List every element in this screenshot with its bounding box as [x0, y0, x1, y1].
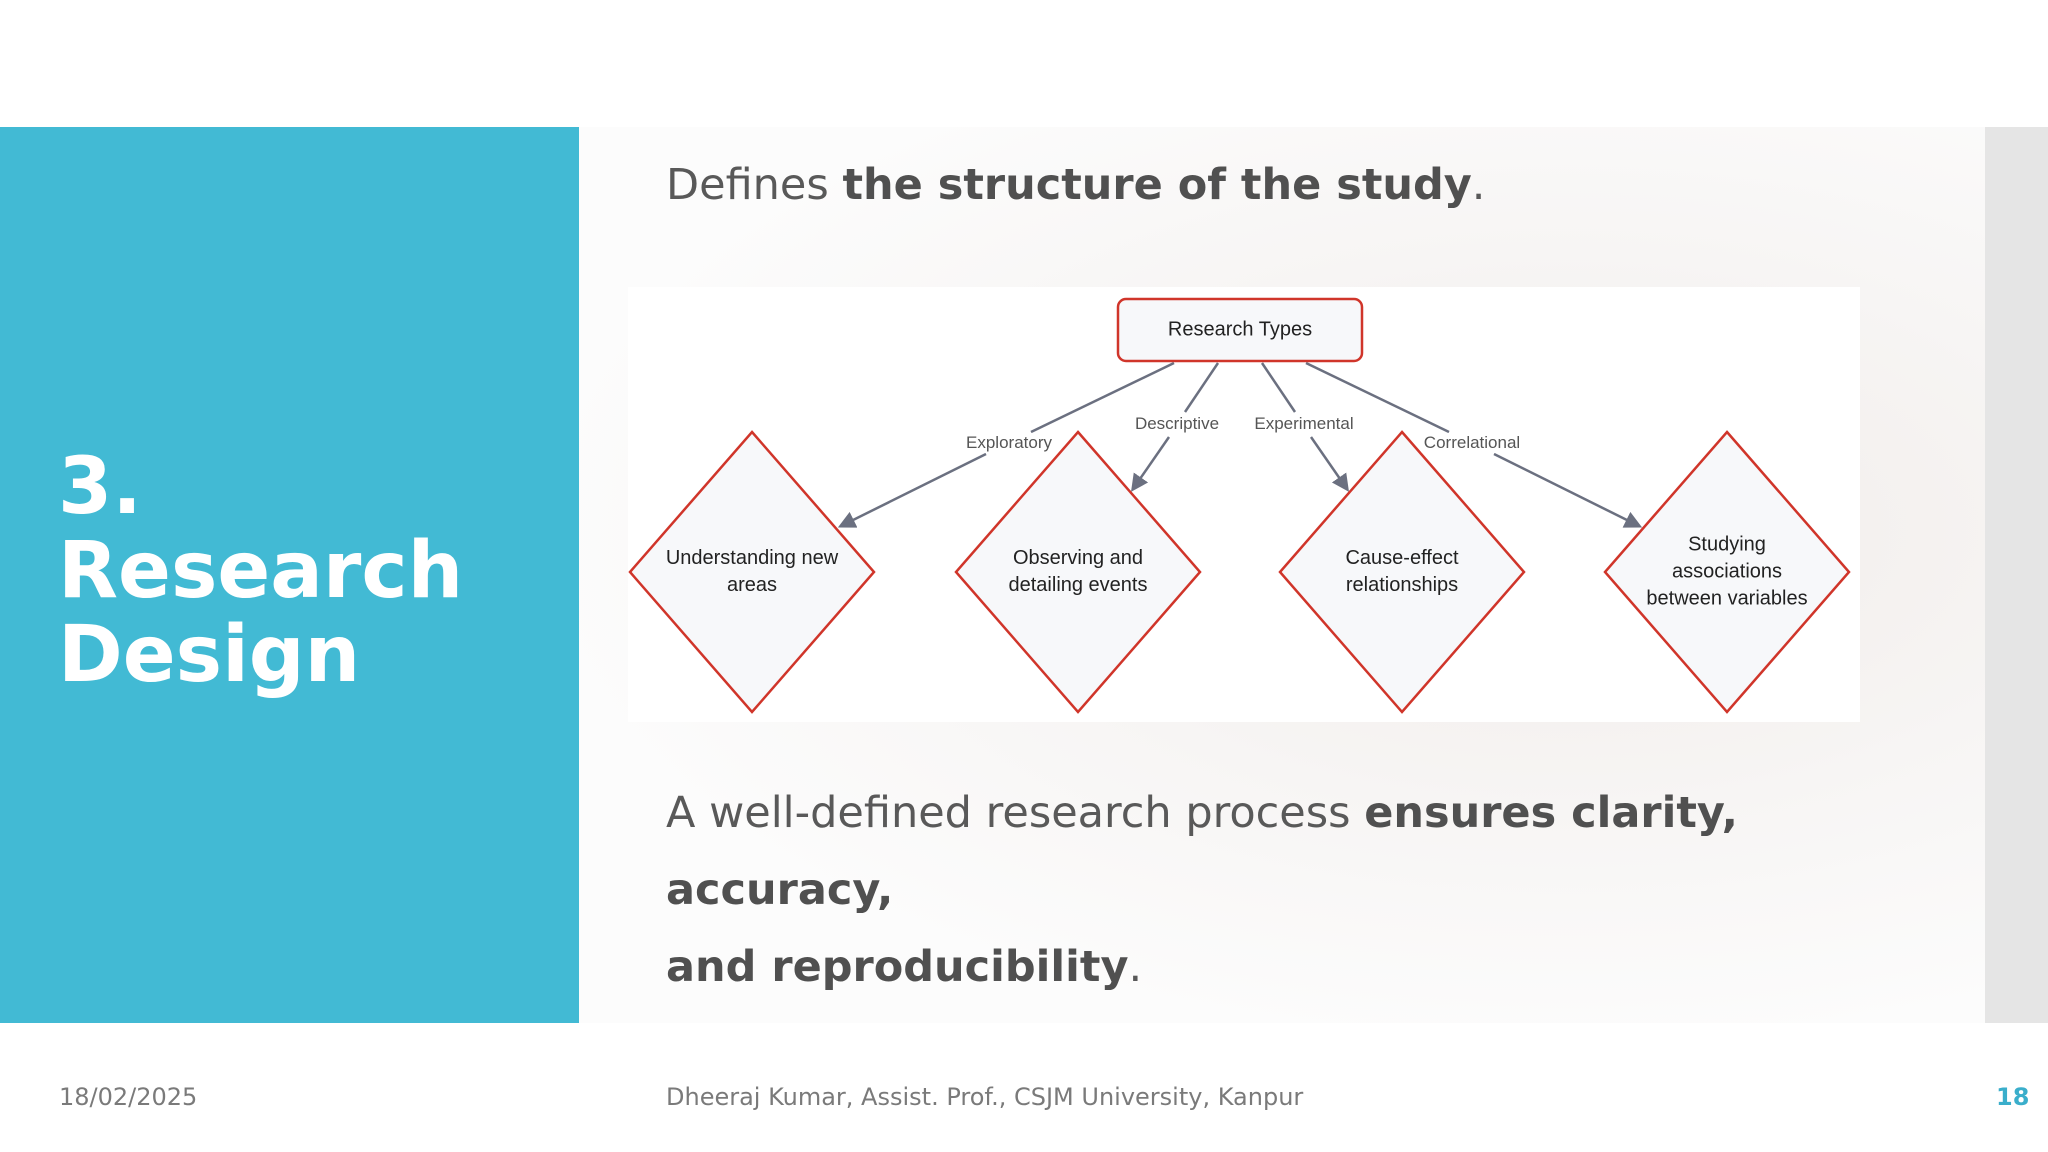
intro-prefix: Defines: [666, 160, 843, 210]
edge-label-descriptive: Descriptive: [1132, 414, 1222, 434]
root-node-label: Research Types: [1167, 318, 1313, 341]
conclusion-text: A well-defined research process ensures …: [666, 775, 1946, 1006]
intro-text: Defines the structure of the study.: [666, 160, 1485, 212]
edge-label-exploratory: Exploratory: [964, 433, 1054, 453]
node-label-cause-effect: Cause-effect relationships: [1345, 547, 1459, 596]
edge-observing: [1131, 362, 1220, 492]
conclusion-bold-2: and reproducibility: [666, 942, 1129, 992]
nodes: [628, 297, 1851, 714]
diamond-node-cause-effect: [1278, 430, 1526, 714]
diagram-canvas: [628, 297, 1851, 714]
diamond-node-observing: [954, 430, 1202, 714]
intro-suffix: .: [1471, 160, 1486, 210]
edge-label-correlational: Correlational: [1421, 433, 1523, 453]
intro-bold: the structure of the study: [842, 160, 1472, 210]
edges: [837, 361, 1643, 528]
slide-title: 3. Research Design: [58, 442, 464, 700]
conclusion-bold-1: ensures clarity, accuracy,: [666, 788, 1738, 915]
right-accent-strip: [1985, 127, 2048, 1023]
edge-understanding: [837, 361, 1175, 528]
node-label-observing: Observing and detailing events: [1008, 547, 1148, 596]
research-types-diagram: Research Types Exploratory Descriptive E…: [628, 287, 1860, 722]
footer-author: Dheeraj Kumar, Assist. Prof., CSJM Unive…: [666, 1083, 1304, 1111]
edge-label-experimental: Experimental: [1252, 414, 1356, 434]
footer-date: 18/02/2025: [59, 1083, 198, 1111]
edge-cause-effect: [1260, 362, 1349, 492]
root-node-box: [1116, 297, 1364, 363]
page-number: 18: [1996, 1083, 2030, 1111]
diamond-node-studying: [1603, 430, 1851, 714]
node-label-understanding: Understanding new areas: [665, 547, 839, 596]
diamond-node-understanding: [628, 430, 876, 714]
title-panel: 3. Research Design: [0, 127, 579, 1023]
conclusion-prefix: A well-defined research process: [666, 788, 1365, 838]
conclusion-suffix: .: [1128, 942, 1143, 992]
edge-studying: [1305, 361, 1643, 528]
node-label-studying: Studying associations between variables: [1646, 533, 1808, 610]
